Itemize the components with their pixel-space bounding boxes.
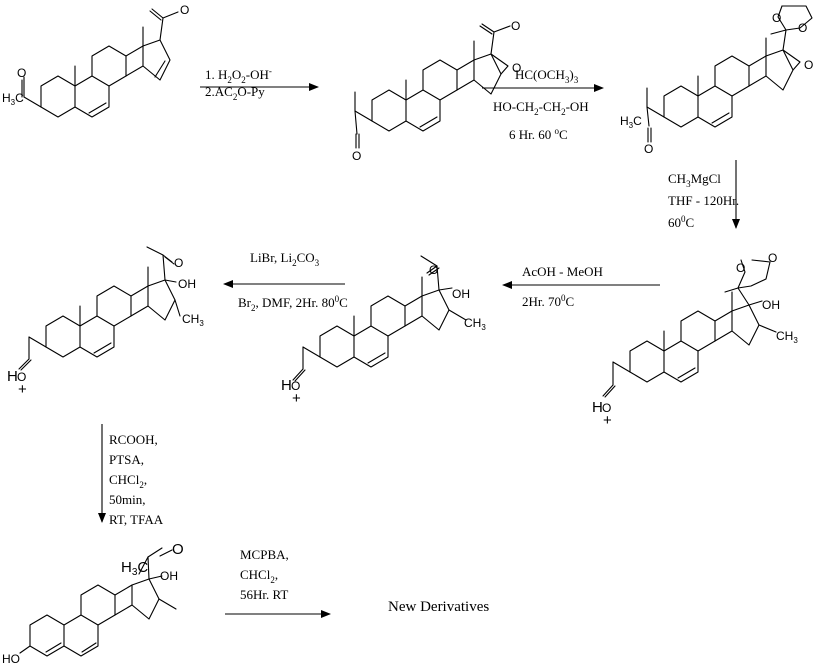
molecule-2: O O O (352, 19, 521, 163)
atom-hydroxyl: OH (178, 277, 196, 291)
condition-step-6: RCOOH,PTSA,CHCl2,50min,RT, TFAA (109, 432, 164, 527)
product-label: New Derivatives (388, 599, 489, 615)
atom-methyl: CH3 (776, 329, 798, 345)
atom-oxygen: O (736, 261, 745, 275)
condition-step-1: 1. H2O2-OH-2.AC2O-Py (205, 66, 272, 102)
atom-oxygen: O (602, 401, 611, 415)
atom-oxygen: O (512, 61, 521, 75)
atom-charge: + (603, 412, 612, 429)
atom-methyl: H3C (620, 114, 642, 130)
atom-oxygen: O (291, 379, 300, 393)
atom-methyl: CH3 (182, 312, 204, 328)
atom-oxygen: O (429, 263, 438, 277)
atom-hydroxyl: OH (452, 287, 470, 301)
atom-oxygen: O (511, 19, 520, 33)
molecule-3: O O O O H3C (620, 5, 813, 156)
atom-hydroxyl: OH (762, 298, 780, 312)
atom-hydrogen: H (592, 399, 603, 416)
molecule-1: O H3C O (2, 3, 189, 118)
condition-step-7: MCPBA,CHCl2,56Hr. RT (240, 547, 289, 602)
atom-hydrogen: H (7, 368, 18, 385)
atom-oxygen: O (644, 142, 653, 156)
atom-oxygen: O (17, 370, 26, 384)
atom-oxygen: O (174, 256, 183, 270)
atom-charge: + (18, 381, 27, 398)
atom-oxygen: O (172, 541, 184, 558)
atom-hydroxyl: OH (160, 569, 178, 583)
molecule-5: O OH CH3 H O + (281, 255, 486, 407)
atom-oxygen: O (180, 3, 189, 17)
reaction-arrows (98, 83, 740, 618)
atom-oxygen: O (352, 149, 361, 163)
atom-hydroxyl: HO (2, 652, 20, 666)
molecule-6: O OH CH3 H O + (7, 246, 204, 398)
atom-oxygen: O (772, 11, 781, 25)
atom-oxygen: O (804, 58, 813, 72)
atom-charge: + (292, 390, 301, 407)
atom-hydrogen: H (281, 377, 292, 394)
atom-methyl: H3C (2, 91, 24, 107)
atom-oxygen: O (798, 21, 807, 35)
molecule-7: H3C O OH HO (2, 541, 184, 666)
atom-oxygen: O (17, 66, 26, 80)
atom-methyl: H3C (121, 559, 148, 578)
atom-methyl: CH3 (464, 316, 486, 332)
atom-oxygen: O (768, 251, 777, 265)
molecule-4: O O OH CH3 H O + (592, 251, 798, 429)
